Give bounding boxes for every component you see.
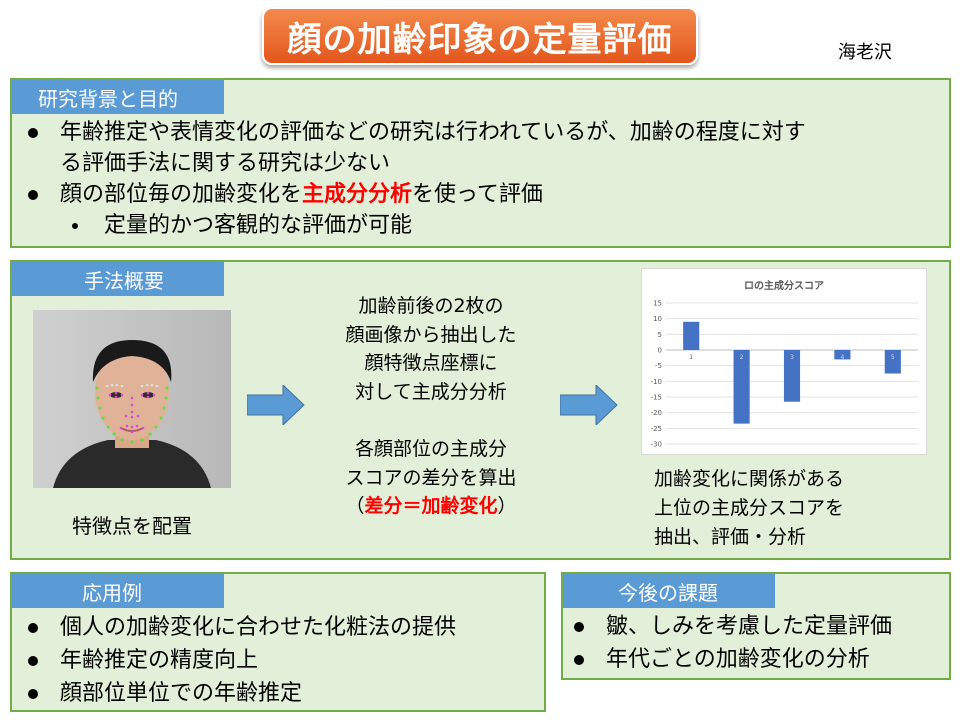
- chart-bar: [733, 350, 750, 424]
- y-tick-label: 10: [653, 315, 662, 323]
- background-bullet-2: 顔の部位毎の加齢変化を主成分分析を使って評価: [28, 179, 928, 210]
- background-bullet-1: 年齢推定や表情変化の評価などの研究は行われているが、加齢の程度に対す る評価手法…: [28, 117, 948, 179]
- x-tick-label: 1: [689, 354, 693, 361]
- diff-emphasis: 差分＝加齢変化: [364, 495, 498, 517]
- face-illustration: [33, 310, 231, 488]
- step1-text: 加齢前後の2枚の 顔画像から抽出した 顔特徴点座標に 対して主成分分析: [316, 292, 546, 406]
- step3-line: 抽出、評価・分析: [654, 526, 807, 548]
- bullet-dot: [28, 128, 38, 138]
- paren-open: （: [345, 495, 365, 517]
- y-tick-label: 0: [658, 347, 662, 355]
- background-label: 研究背景と目的: [12, 80, 224, 114]
- step1-line: 対して主成分分析: [355, 380, 507, 403]
- list-item-text: 個人の加齢変化に合わせた化粧法の提供: [60, 615, 457, 640]
- chart-bar: [683, 321, 700, 350]
- list-item-text: 年齢推定の精度向上: [60, 648, 259, 673]
- step3-text: 加齢変化に関係がある 上位の主成分スコアを 抽出、評価・分析: [640, 465, 870, 552]
- bullet-dot: [574, 622, 584, 632]
- step2-line: スコアの差分を算出: [345, 466, 517, 489]
- bullet-text-line1: 年齢推定や表情変化の評価などの研究は行われているが、加齢の程度に対す: [60, 120, 806, 145]
- method-label: 手法概要: [12, 262, 224, 296]
- list-item: 皺、しみを考慮した定量評価: [574, 610, 949, 643]
- bullet-dot: [28, 689, 38, 699]
- step2-text: 各顔部位の主成分 スコアの差分を算出 （差分＝加齢変化）: [316, 435, 546, 521]
- x-tick-label: 5: [891, 354, 895, 361]
- x-tick-label: 4: [840, 354, 844, 361]
- bullet-dot: [28, 190, 38, 200]
- sub-bullet-dot: [72, 223, 78, 229]
- chart-canvas: ロの主成分スコア 15 10 5 0 -5 -10 -15 -20 -25 -30 1 2 3 4 5: [651, 279, 918, 449]
- list-item-text: 年代ごとの加齢変化の分析: [606, 647, 870, 672]
- list-item: 顔部位単位での年齢推定: [28, 677, 543, 710]
- step1-line: 顔特徴点座標に: [364, 352, 498, 374]
- step2-line: 各顔部位の主成分: [354, 438, 507, 460]
- face-photo: [33, 310, 231, 488]
- bullet-text-post: を使って評価: [412, 182, 543, 207]
- x-tick-label: 2: [740, 354, 744, 361]
- step3-line: 上位の主成分スコアを: [654, 497, 845, 519]
- step3-line: 加齢変化に関係がある: [654, 468, 845, 490]
- future-list: 皺、しみを考慮した定量評価 年代ごとの加齢変化の分析: [574, 610, 949, 676]
- y-tick-label: -25: [651, 425, 662, 433]
- y-tick-label: -15: [651, 394, 662, 402]
- y-tick-label: -20: [651, 409, 662, 417]
- y-tick-label: 15: [653, 300, 662, 308]
- y-tick-label: -30: [651, 441, 662, 449]
- page-title: 顔の加齢印象の定量評価: [262, 7, 698, 65]
- list-item: 年代ごとの加齢変化の分析: [574, 643, 949, 676]
- pca-emphasis: 主成分分析: [302, 182, 413, 207]
- list-item-text: 皺、しみを考慮した定量評価: [606, 614, 893, 639]
- arrow-right-icon: [560, 385, 618, 425]
- y-tick-label: -10: [651, 378, 662, 386]
- x-tick-label: 3: [790, 354, 794, 361]
- list-item: 年齢推定の精度向上: [28, 644, 543, 677]
- y-tick-label: 5: [658, 331, 662, 339]
- application-label: 応用例: [12, 574, 224, 608]
- sub-bullet-text: 定量的かつ客観的な評価が可能: [104, 213, 413, 238]
- bullet-dot: [28, 623, 38, 633]
- background-sub-bullet: 定量的かつ客観的な評価が可能: [72, 210, 772, 241]
- application-list: 個人の加齢変化に合わせた化粧法の提供 年齢推定の精度向上 顔部位単位での年齢推定: [28, 611, 543, 710]
- chart-title: ロの主成分スコア: [744, 279, 824, 292]
- step2-emphasis-line: （差分＝加齢変化）: [316, 492, 546, 521]
- paren-close: ）: [497, 495, 517, 517]
- chart-bar: [884, 350, 901, 374]
- bullet-dot: [574, 655, 584, 665]
- chart-bar: [783, 350, 801, 402]
- bullet-dot: [28, 656, 38, 666]
- list-item-text: 顔部位単位での年齢推定: [60, 681, 303, 706]
- author-name: 海老沢: [838, 42, 892, 63]
- list-item: 個人の加齢変化に合わせた化粧法の提供: [28, 611, 543, 644]
- chart-bars: [683, 321, 901, 424]
- step1-line: 顔画像から抽出した: [345, 323, 517, 346]
- flow-arrow-1: [247, 385, 305, 425]
- bullet-text-line2: る評価手法に関する研究は少ない: [60, 151, 391, 176]
- chart-bar: [834, 350, 851, 360]
- flow-arrow-2: [560, 385, 618, 425]
- step1-line: 加齢前後の2枚の: [358, 295, 504, 317]
- chart-x-axis: 1 2 3 4 5: [689, 354, 895, 361]
- y-tick-label: -5: [655, 362, 662, 370]
- photo-caption: 特徴点を配置: [72, 514, 192, 538]
- chart-y-axis: 15 10 5 0 -5 -10 -15 -20 -25 -30: [651, 300, 662, 449]
- bullet-text-pre: 顔の部位毎の加齢変化を: [60, 182, 303, 207]
- future-label: 今後の課題: [563, 574, 775, 608]
- arrow-right-icon: [247, 385, 305, 425]
- pca-score-chart: ロの主成分スコア 15 10 5 0 -5 -10 -15 -20 -25 -30 1 2 3 4 5: [641, 268, 927, 455]
